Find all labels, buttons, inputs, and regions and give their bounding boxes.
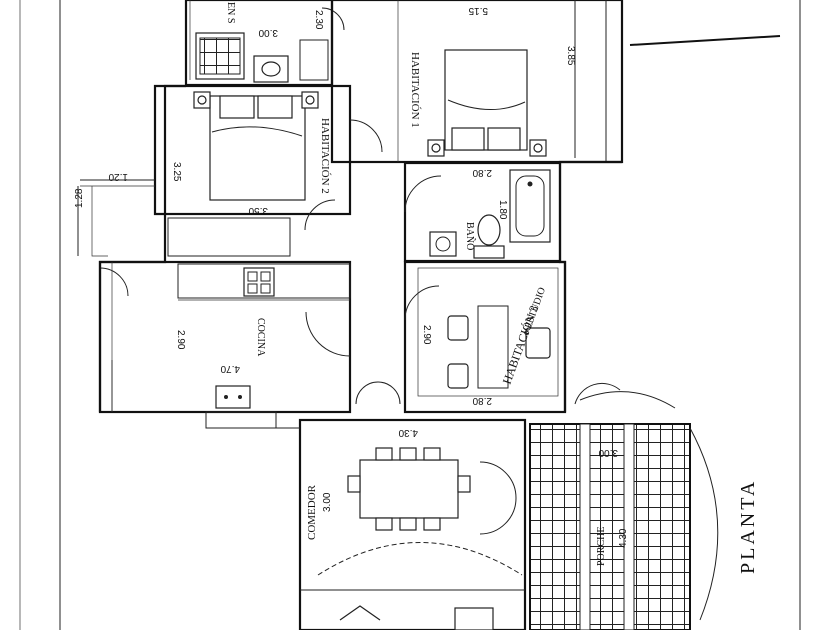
dim-porche-depth: 4.30	[618, 528, 629, 548]
pillow-left	[451, 127, 485, 151]
dim-hab2-width: 3.50	[248, 205, 268, 216]
pillow-2-left	[219, 95, 255, 119]
window-dimension	[77, 179, 155, 257]
label-habitacion-1: HABITACIÓN 1	[409, 52, 421, 128]
label-comedor: COMEDOR	[306, 484, 318, 540]
exterior-walls	[98, 84, 622, 429]
dim-window-width: 1.20	[108, 171, 128, 182]
cooktop	[243, 267, 275, 297]
dim-porche-width: 3.00	[598, 447, 618, 458]
dim-window-offset: 1.28	[74, 188, 85, 208]
chair-2	[447, 363, 469, 389]
bano-room	[403, 161, 562, 263]
bano-door-swing	[404, 175, 442, 213]
desk	[477, 305, 509, 389]
dim-comedor-depth: 3.00	[322, 492, 333, 512]
dim-comedor-width: 4.30	[398, 427, 418, 438]
habitacion-1-room	[330, 0, 624, 164]
comedor-door-swing	[479, 461, 517, 535]
kitchen-counter	[177, 263, 351, 299]
cocina-room	[98, 260, 401, 429]
label-habitacion-2: HABITACIÓN 2	[319, 118, 331, 194]
dim-hab1-depth: 3.85	[565, 46, 576, 66]
toilet-tank	[473, 245, 505, 259]
habitacion-3-room	[403, 260, 621, 414]
armchair	[525, 327, 551, 359]
label-bano: BAÑO	[464, 222, 476, 250]
label-porche: PORCHE	[596, 527, 607, 566]
habitacion-2-room	[163, 84, 383, 257]
pillow-2-right	[257, 95, 293, 119]
label-cocina: COCINA	[255, 318, 266, 357]
chair-1	[447, 315, 469, 341]
toilet	[477, 214, 501, 246]
dim-cocina-width: 4.70	[220, 363, 240, 374]
hab3-door-swing	[404, 285, 440, 321]
dim-bano-depth: 1.80	[497, 200, 508, 220]
dim-hab3-width: 2.80	[472, 395, 492, 406]
wardrobe-2	[167, 217, 291, 257]
cocina-door-swing	[99, 267, 129, 297]
ensuite-door-swing	[321, 7, 345, 31]
dim-bano-width: 2.80	[472, 167, 492, 178]
porche-area	[529, 391, 719, 630]
dim-cocina-depth: 2.90	[175, 330, 186, 350]
dim-hab3-depth: 2.90	[421, 325, 432, 345]
porch-planter-curve	[689, 427, 719, 621]
dim-ensuite-width: 3.00	[258, 27, 278, 38]
comedor-room	[298, 418, 527, 630]
sheet-frame	[19, 0, 801, 630]
dim-hab1-width: 5.15	[468, 5, 488, 16]
dining-table	[359, 459, 459, 519]
kitchen-sink	[215, 385, 251, 409]
dim-hab2-depth: 3.25	[171, 162, 182, 182]
label-en-suite: EN S	[225, 2, 236, 23]
hab2-door-swing	[349, 119, 383, 153]
pillow-right	[487, 127, 521, 151]
sheet-title: PLANTA	[737, 479, 759, 574]
dim-ensuite-depth: 2.30	[313, 10, 324, 30]
bano-washbasin	[429, 231, 457, 257]
